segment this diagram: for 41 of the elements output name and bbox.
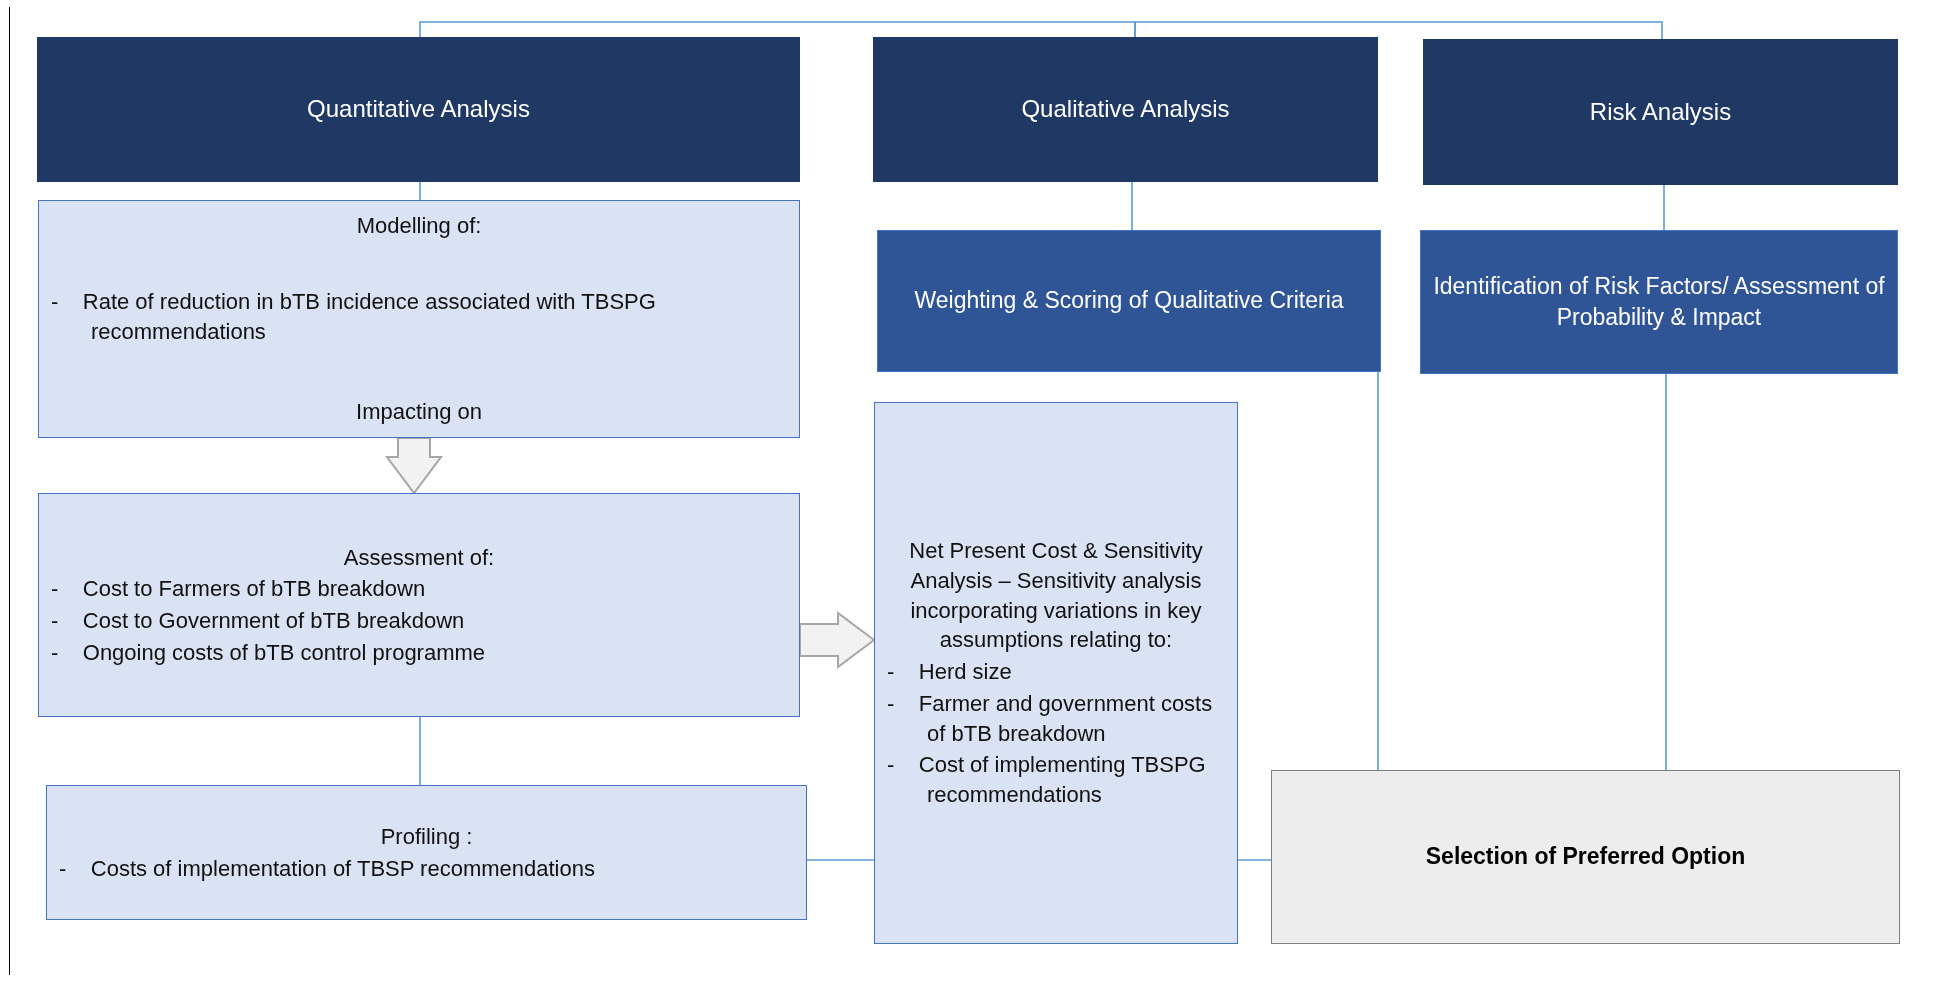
connector-line — [419, 21, 1136, 38]
box-label: Profiling : — [379, 822, 474, 851]
box-label: Net Present Cost & Sensitivity Analysis – Sensitivity analysis incorporating variations in key assumptions relating to: — [908, 537, 1204, 655]
connector-line — [419, 181, 421, 201]
process-box — [1420, 230, 1898, 374]
box-label: Qualitative Analysis — [1020, 94, 1231, 125]
section-header-box — [1423, 39, 1898, 185]
list-item: - Rate of reduction in bTB incidence associated with TBSPG recommendations — [51, 288, 657, 346]
connector-line — [1237, 859, 1272, 861]
result-box — [1271, 770, 1900, 944]
box-label: Weighting & Scoring of Qualitative Criteria — [913, 286, 1345, 316]
connector-line — [1134, 21, 1663, 40]
connector-line — [1665, 373, 1667, 771]
list-item: - Cost to Farmers of bTB breakdown — [51, 575, 427, 604]
list-item: - Cost to Government of bTB breakdown — [51, 607, 466, 635]
box-label: Impacting on — [355, 398, 483, 427]
box-label: Selection of Preferred Option — [1424, 842, 1747, 872]
list-item: - Ongoing costs of bTB control programme — [51, 638, 487, 667]
connector-line — [806, 859, 875, 861]
section-header-box — [37, 37, 800, 182]
list-item: - Costs of implementation of TBSP recommendations — [59, 854, 596, 883]
connector-line — [1131, 181, 1133, 231]
block-arrow — [385, 437, 443, 495]
box-label: Modelling of: — [355, 212, 483, 240]
process-box — [46, 785, 807, 920]
connector-line — [419, 716, 421, 786]
box-label: Assessment of: — [342, 543, 496, 572]
process-box — [38, 200, 800, 438]
connector-line — [1377, 371, 1379, 771]
process-box — [874, 402, 1238, 944]
block-arrow — [799, 611, 876, 669]
process-box — [38, 493, 800, 717]
connector-line — [1663, 184, 1665, 231]
box-label: Identification of Risk Factors/ Assessment of Probability & Impact — [1433, 271, 1885, 332]
process-box — [877, 230, 1381, 372]
box-label: Quantitative Analysis — [306, 94, 531, 125]
list-item: - Cost of implementing TBSPG recommendations — [887, 751, 1207, 809]
list-item: - Farmer and government costs of bTB breakdown — [887, 689, 1214, 748]
list-item: - Herd size — [887, 658, 1013, 687]
box-label: Risk Analysis — [1588, 96, 1733, 127]
section-header-box — [873, 37, 1378, 182]
